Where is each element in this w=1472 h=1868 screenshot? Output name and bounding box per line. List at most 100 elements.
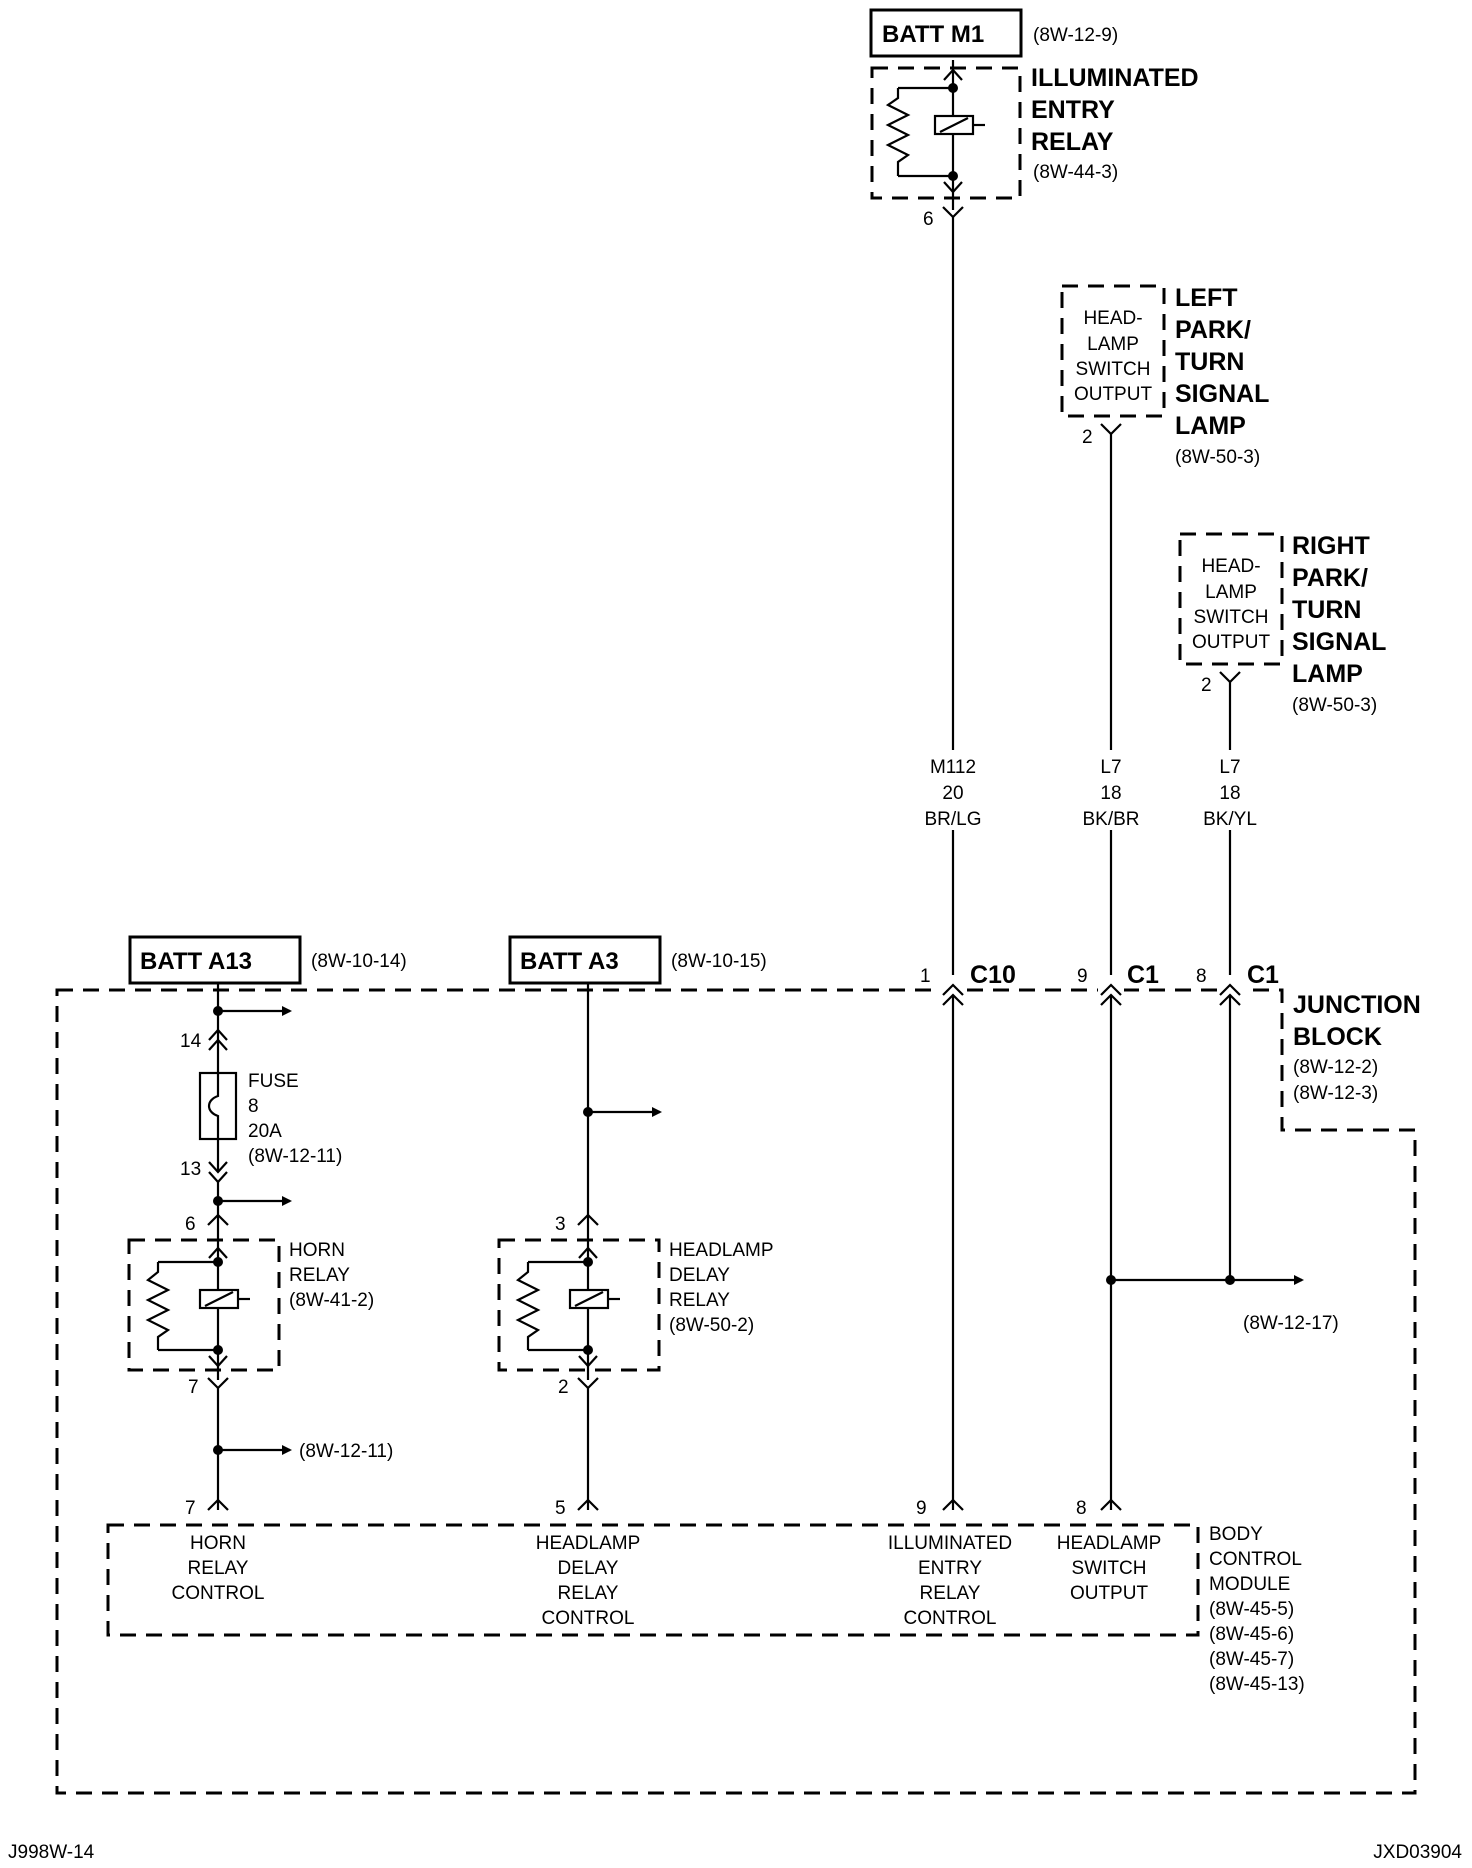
horn-relay-label-1: HORN xyxy=(289,1240,345,1261)
svg-text:OUTPUT: OUTPUT xyxy=(1070,1583,1149,1604)
headlamp-relay-label-1: HEADLAMP xyxy=(669,1240,774,1261)
svg-text:BATT A3: BATT A3 xyxy=(520,948,619,975)
svg-text:DELAY: DELAY xyxy=(558,1558,619,1579)
illuminated-entry-relay xyxy=(870,60,1022,219)
junction-block-label-2: BLOCK xyxy=(1293,1023,1382,1051)
svg-text:BATT A13: BATT A13 xyxy=(140,948,252,975)
left-lamp-label-2: PARK/ xyxy=(1175,316,1251,344)
svg-text:BR/LG: BR/LG xyxy=(924,809,981,830)
svg-text:SWITCH: SWITCH xyxy=(1072,1558,1147,1579)
bcm-pin-headlamp: 5 xyxy=(555,1498,566,1519)
svg-text:CONTROL: CONTROL xyxy=(542,1608,635,1629)
headlamp-feed-wire xyxy=(577,983,662,1226)
connector-c1-pin9-label: 9 xyxy=(1077,966,1088,987)
left-lamp-label-5: LAMP xyxy=(1175,412,1246,440)
svg-text:RELAY: RELAY xyxy=(920,1583,981,1604)
right-lamp-label-2: PARK/ xyxy=(1292,564,1368,592)
left-lamp-ref: (8W-50-3) xyxy=(1175,447,1260,468)
right-lamp-ref: (8W-50-3) xyxy=(1292,695,1377,716)
svg-text:CONTROL: CONTROL xyxy=(172,1583,265,1604)
batt-a13-ref: (8W-10-14) xyxy=(311,951,407,972)
svg-text:HEADLAMP: HEADLAMP xyxy=(536,1533,641,1554)
horn-circuit xyxy=(198,983,292,1226)
svg-text:HEADLAMP: HEADLAMP xyxy=(1057,1533,1162,1554)
junction-block-ref-2: (8W-12-3) xyxy=(1293,1083,1378,1104)
fuse-label-1: FUSE xyxy=(248,1071,299,1092)
right-lamp-label-4: SIGNAL xyxy=(1292,628,1386,656)
svg-text:(8W-45-6): (8W-45-6) xyxy=(1209,1624,1294,1645)
svg-text:OUTPUT: OUTPUT xyxy=(1192,632,1271,653)
horn-relay-pin-bottom: 7 xyxy=(188,1377,199,1398)
svg-text:CONTROL: CONTROL xyxy=(1209,1549,1302,1570)
horn-relay xyxy=(127,1225,281,1390)
svg-text:LAMP: LAMP xyxy=(1205,582,1257,603)
fuse-ref: (8W-12-11) xyxy=(248,1146,342,1167)
batt-a3-box: BATT A3 xyxy=(508,935,662,985)
illum-relay-ref: (8W-44-3) xyxy=(1033,162,1118,183)
connector-c1-name-a: C1 xyxy=(1127,961,1159,989)
bcm-name-label: BODY CONTROL MODULE (8W-45-5) (8W-45-6) … xyxy=(1209,1524,1305,1695)
left-lamp-switch-box: HEAD- LAMP SWITCH OUTPUT xyxy=(1060,284,1166,418)
svg-text:ENTRY: ENTRY xyxy=(918,1558,982,1579)
left-lamp-label-3: TURN xyxy=(1175,348,1244,376)
svg-text:BK/YL: BK/YL xyxy=(1203,809,1257,830)
batt-a3-ref: (8W-10-15) xyxy=(671,951,767,972)
svg-text:HEAD-: HEAD- xyxy=(1083,308,1142,329)
fuse-label-2: 8 xyxy=(248,1096,259,1117)
connector-c1-name-b: C1 xyxy=(1247,961,1279,989)
svg-text:(8W-45-13): (8W-45-13) xyxy=(1209,1674,1305,1695)
junction-block-ref-1: (8W-12-2) xyxy=(1293,1057,1378,1078)
svg-text:L7: L7 xyxy=(1100,757,1121,778)
svg-text:RELAY: RELAY xyxy=(188,1558,249,1579)
svg-text:ILLUMINATED: ILLUMINATED xyxy=(888,1533,1012,1554)
svg-text:HEAD-: HEAD- xyxy=(1201,556,1260,577)
fuse-pin-bottom: 13 xyxy=(180,1159,201,1180)
svg-text:OUTPUT: OUTPUT xyxy=(1074,384,1153,405)
headlamp-output-wire xyxy=(577,1388,599,1511)
illum-relay-label-1: ILLUMINATED xyxy=(1031,64,1199,92)
batt-a13-box: BATT A13 xyxy=(128,935,302,985)
connector-c10-name: C10 xyxy=(970,961,1016,989)
illum-relay-label-3: RELAY xyxy=(1031,128,1114,156)
headlamp-relay-ref: (8W-50-2) xyxy=(669,1315,754,1336)
bcm-headlamp-control-label: HEADLAMP DELAY RELAY CONTROL xyxy=(536,1533,641,1629)
headlamp-relay-pin-bottom: 2 xyxy=(558,1377,569,1398)
connector-c1-pin9 xyxy=(1098,983,1124,996)
bcm-horn-control-label: HORN RELAY CONTROL xyxy=(172,1533,265,1604)
headlamp-relay-label-2: DELAY xyxy=(669,1265,730,1286)
headlamp-relay-label-3: RELAY xyxy=(669,1290,730,1311)
connector-c10-pin: 1 xyxy=(920,966,931,987)
svg-text:CONTROL: CONTROL xyxy=(904,1608,997,1629)
footer-left-code: J998W-14 xyxy=(8,1842,95,1863)
bcm-pin-switch: 8 xyxy=(1076,1498,1087,1519)
svg-text:RELAY: RELAY xyxy=(558,1583,619,1604)
svg-text:BK/BR: BK/BR xyxy=(1082,809,1139,830)
junction-block-label-1: JUNCTION xyxy=(1293,991,1421,1019)
svg-text:L7: L7 xyxy=(1219,757,1240,778)
left-lamp-label-4: SIGNAL xyxy=(1175,380,1269,408)
svg-text:SWITCH: SWITCH xyxy=(1076,359,1151,380)
left-lamp-connector xyxy=(1100,423,1122,436)
right-lamp-switch-box: HEAD- LAMP SWITCH OUTPUT xyxy=(1178,532,1284,666)
junction-block-outline xyxy=(55,988,1417,1795)
switch-output-wire xyxy=(1100,993,1304,1511)
headlamp-delay-relay xyxy=(497,1225,661,1390)
headlamp-relay-pin-top: 3 xyxy=(555,1214,566,1235)
bcm-pin-illum: 9 xyxy=(916,1498,927,1519)
svg-text:LAMP: LAMP xyxy=(1087,334,1139,355)
horn-relay-pin-top: 6 xyxy=(185,1214,196,1235)
left-lamp-label-1: LEFT xyxy=(1175,284,1238,312)
illum-control-wire xyxy=(942,993,964,1511)
wire-label-m112: M112 20 BR/LG xyxy=(924,757,981,830)
svg-text:(8W-45-5): (8W-45-5) xyxy=(1209,1599,1294,1620)
right-lamp-label-5: LAMP xyxy=(1292,660,1363,688)
svg-text:BATT M1: BATT M1 xyxy=(882,21,984,48)
horn-branch-ref: (8W-12-11) xyxy=(299,1441,393,1462)
svg-text:BODY: BODY xyxy=(1209,1524,1263,1545)
right-lamp-connector xyxy=(1219,671,1241,684)
fuse-label-3: 20A xyxy=(248,1121,282,1142)
bcm-switch-output-label: HEADLAMP SWITCH OUTPUT xyxy=(1057,1533,1162,1604)
svg-text:MODULE: MODULE xyxy=(1209,1574,1290,1595)
svg-text:(8W-45-7): (8W-45-7) xyxy=(1209,1649,1294,1670)
